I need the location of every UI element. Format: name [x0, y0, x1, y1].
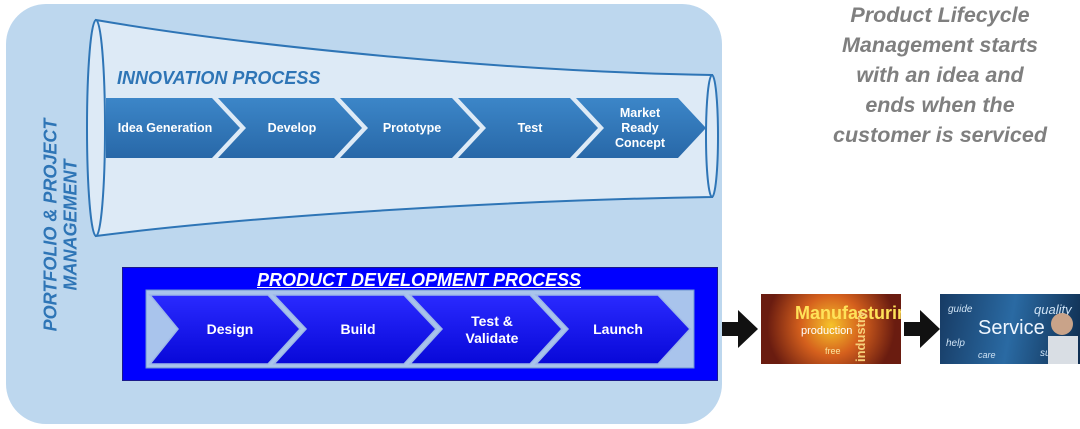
tagline-line2: Management starts — [842, 33, 1038, 57]
chevron-develop — [218, 98, 362, 158]
funnel-right-rim — [705, 74, 719, 198]
manufacturing-image: Manufacturing production industry free — [761, 294, 901, 364]
service-wordcloud: guide quality Service help care support — [946, 302, 1078, 364]
mfg-word-industry: industry — [853, 310, 868, 362]
tagline-line1: Product Lifecycle — [850, 3, 1030, 27]
label-prototype: Prototype — [382, 120, 442, 135]
label-design: Design — [206, 321, 254, 337]
label-market: Market — [619, 105, 661, 120]
chevron-prototype — [340, 98, 480, 158]
mfg-word-production: production — [801, 325, 852, 337]
chevron-test — [458, 98, 598, 158]
service-image: guide quality Service help care support — [940, 294, 1080, 364]
label-build: Build — [340, 321, 376, 337]
chevron-idea-generation — [106, 98, 240, 158]
person-shirt-icon — [1048, 336, 1078, 364]
label-test: Test — [517, 120, 543, 135]
label-test-amp: Test & — [471, 312, 513, 329]
innovation-process-title: INNOVATION PROCESS — [117, 68, 321, 88]
label-launch: Launch — [593, 321, 643, 337]
tagline-line3: with an idea and — [856, 63, 1024, 87]
tagline: Product Lifecycle Management starts with… — [808, 0, 1072, 150]
chevron-market-ready — [576, 98, 706, 158]
innovation-chevrons — [106, 98, 706, 158]
product-development-title: PRODUCT DEVELOPMENT PROCESS — [256, 270, 582, 290]
tagline-line5: customer is serviced — [833, 123, 1047, 147]
label-idea-generation: Idea Generation — [117, 120, 213, 135]
person-head-icon — [1051, 313, 1073, 335]
svc-word-help: help — [946, 338, 965, 349]
label-test-validate: Test & Validate — [440, 295, 544, 364]
svc-word-main: Service — [978, 317, 1045, 339]
tagline-line4: ends when the — [865, 93, 1015, 117]
arrow-to-manufacturing — [722, 310, 758, 348]
svc-word-care: care — [978, 350, 996, 360]
arrow-to-service — [904, 310, 940, 348]
funnel-left-rim — [86, 19, 106, 237]
svc-word-guide: guide — [948, 304, 973, 315]
label-develop: Develop — [267, 120, 317, 135]
mfg-word-main: Manufacturing — [795, 303, 901, 323]
label-concept: Concept — [615, 135, 665, 150]
label-validate: Validate — [465, 329, 519, 346]
manufacturing-wordcloud: Manufacturing production industry free — [795, 303, 901, 362]
mfg-word-free: free — [825, 346, 841, 356]
label-ready: Ready — [621, 120, 659, 135]
label-market-ready-concept: Market Ready Concept — [598, 98, 682, 158]
